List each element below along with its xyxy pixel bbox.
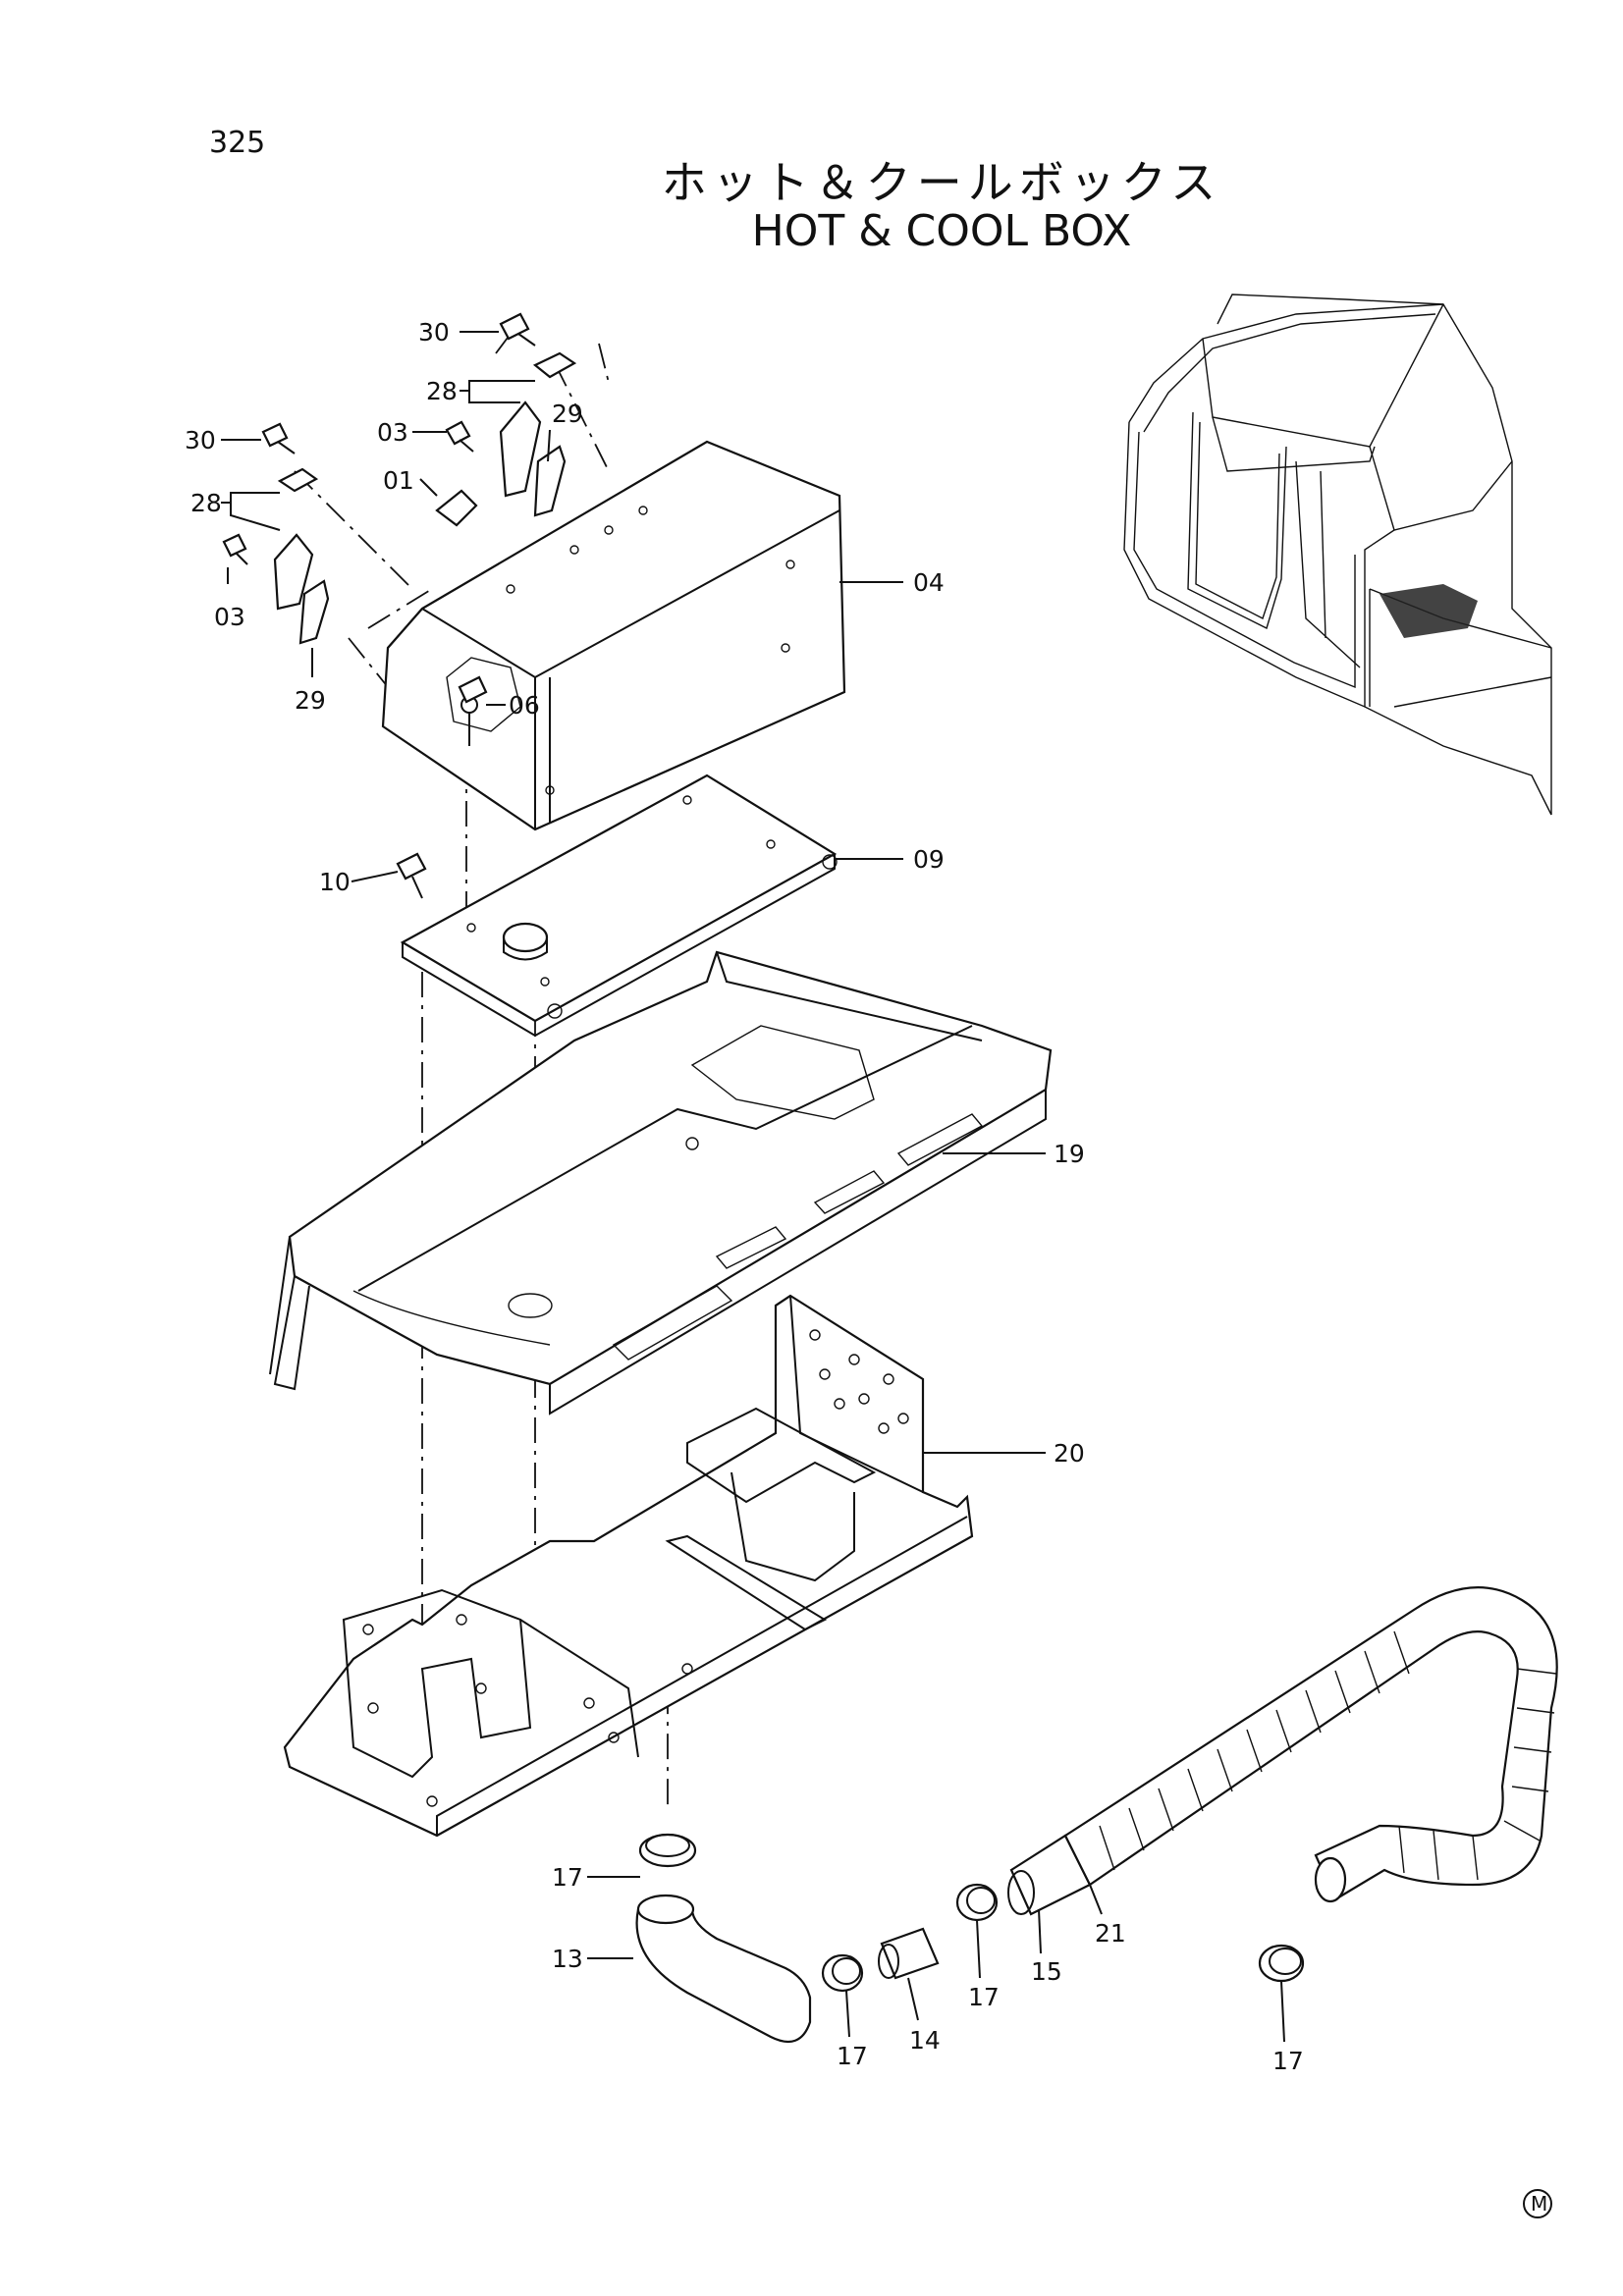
- box-body-part-04: [381, 440, 846, 831]
- callout-17-right: 17: [1272, 2047, 1304, 2075]
- callout-17-mid: 17: [968, 1983, 1000, 2011]
- callout-29-left: 29: [295, 686, 326, 715]
- title-japanese: ホット＆クールボックス: [661, 156, 1222, 209]
- callout-30-left: 30: [185, 426, 216, 454]
- callout-09: 09: [913, 845, 945, 874]
- callout-15: 15: [1031, 1957, 1062, 1986]
- callout-17-top: 17: [552, 1863, 583, 1892]
- callout-28-left: 28: [190, 489, 222, 517]
- callout-01: 01: [383, 466, 414, 495]
- callout-30-top: 30: [418, 318, 450, 347]
- hinge-hardware: [222, 312, 577, 899]
- title-english: HOT & COOL BOX: [751, 206, 1132, 256]
- callout-14: 14: [909, 2026, 941, 2055]
- callout-03-left: 03: [214, 603, 245, 631]
- callout-leaders: [221, 331, 1285, 2043]
- callout-21: 21: [1095, 1919, 1126, 1948]
- page-number: 325: [209, 126, 266, 160]
- callout-19: 19: [1054, 1140, 1085, 1168]
- base-plate-part-09: [400, 774, 838, 1038]
- footer-mark-letter: M: [1531, 2192, 1547, 2216]
- mount-bracket-part-20: [283, 1294, 974, 1838]
- callout-20: 20: [1054, 1439, 1085, 1468]
- callout-29-top: 29: [552, 400, 583, 428]
- console-tray-part-19: [269, 950, 1053, 1415]
- callout-04: 04: [913, 568, 945, 597]
- duct-assembly: [635, 1586, 1558, 2044]
- footer-mark: M: [1523, 2189, 1552, 2218]
- callout-10: 10: [319, 868, 351, 896]
- callout-labels: 30 28 03 29 30 28 03 29 01 04 06 09 10 1…: [185, 318, 1304, 2075]
- cab-illustration: [1123, 294, 1552, 816]
- callout-06: 06: [509, 691, 540, 720]
- callout-28-top: 28: [426, 377, 458, 405]
- callout-03-top: 03: [377, 418, 408, 447]
- callout-17-left: 17: [837, 2042, 868, 2070]
- callout-13: 13: [552, 1945, 583, 1973]
